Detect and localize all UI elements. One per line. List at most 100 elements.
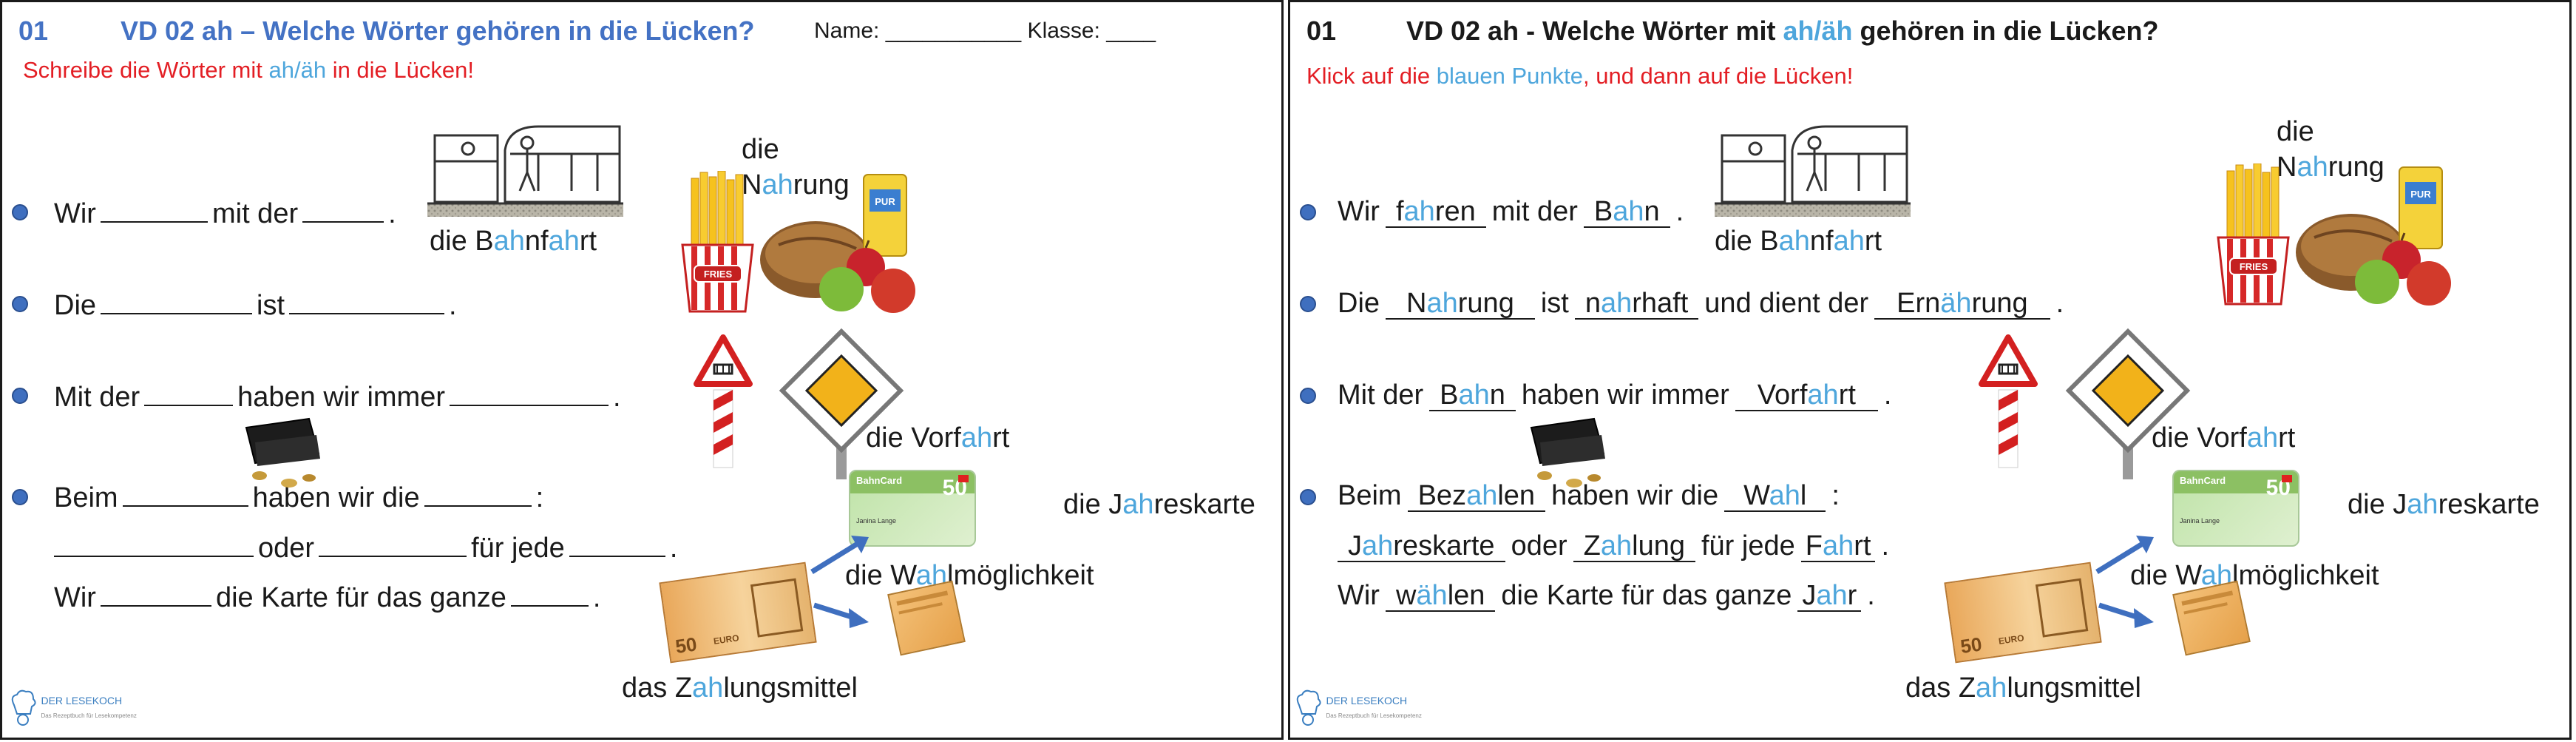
caption-wahlmoeglichkeit: die Wahlmöglichkeit xyxy=(845,560,1094,592)
name-class-field[interactable]: Name: ___________ Klasse: ____ xyxy=(814,18,1156,43)
railway-crossing-sign-icon xyxy=(1979,334,2038,468)
exercise-number: 01 xyxy=(1306,16,1337,46)
title-highlight: ah/äh xyxy=(1783,16,1853,46)
caption-highlight: ah xyxy=(1833,226,1865,257)
caption-text: rt xyxy=(579,226,597,257)
answer-gap-bahn[interactable]: Bahn xyxy=(1583,197,1670,228)
bahncard-image: BahnCard 50 Janina Lange xyxy=(849,470,976,547)
answer-gap-zahlung[interactable]: Zahlung xyxy=(1573,531,1695,562)
chef-hat-icon xyxy=(11,689,36,726)
priority-road-sign-icon xyxy=(2065,328,2191,479)
answer-gap-vorfahrt[interactable]: Vorfahrt xyxy=(1735,380,1878,411)
sentence-text: mit der xyxy=(211,198,299,229)
gap-blank[interactable] xyxy=(144,381,234,406)
worksheet-panel-left: 01 VD 02 ah – Welche Wörter gehören in d… xyxy=(0,0,1284,740)
answer-gap-jahr[interactable]: Jahr xyxy=(1797,581,1862,612)
gap-blank[interactable] xyxy=(302,198,384,223)
gap-blank[interactable] xyxy=(100,198,208,223)
caption-text: das Z xyxy=(1905,672,1976,704)
answer-gap-wahl[interactable]: Wahl xyxy=(1724,481,1826,512)
sentence-text: . xyxy=(592,582,601,613)
banknote-currency: EURO xyxy=(1998,633,2025,647)
sentence-text: Die xyxy=(1338,288,1380,319)
fries-label: FRIES xyxy=(2240,261,2268,272)
bahncard-holder: Janina Lange xyxy=(856,517,897,525)
page-title: VD 02 ah – Welche Wörter gehören in die … xyxy=(121,16,755,46)
answer-gap-ernaehrung[interactable]: Ernährung xyxy=(1874,289,2050,320)
sentence-text: und dient der xyxy=(1704,288,1869,319)
sentence-text: . xyxy=(449,290,457,321)
bullet-dot[interactable] xyxy=(1300,296,1316,312)
gap-blank[interactable] xyxy=(101,289,253,314)
sentence-text: . xyxy=(613,382,621,413)
answer-gap-nahrhaft[interactable]: nahrhaft xyxy=(1574,289,1699,320)
caption-highlight: ah xyxy=(2407,489,2438,520)
logo-subtitle: Das Rezeptbuch für Lesekompetenz xyxy=(41,712,137,719)
gap-blank[interactable] xyxy=(569,532,665,557)
caption-text: die J xyxy=(2348,489,2407,520)
caption-text: die B xyxy=(1715,226,1779,257)
instruction-text-end: in die Lücken! xyxy=(326,57,474,83)
answer-gap-bezahlen[interactable]: Bezahlen xyxy=(1407,481,1546,512)
logo-name: DER LESEKOCH xyxy=(41,695,123,706)
caption-highlight: ah xyxy=(2246,422,2279,453)
answer-gap-nahrung[interactable]: Nahrung xyxy=(1386,289,1535,320)
sentence-text: haben wir immer xyxy=(1521,380,1729,411)
caption-nahrung-article: die xyxy=(742,134,779,165)
bahncard-brand: BahnCard xyxy=(2180,475,2226,486)
gap-blank[interactable] xyxy=(450,381,609,406)
caption-vorfahrt: die Vorfahrt xyxy=(2152,422,2295,454)
bullet-dot[interactable] xyxy=(12,204,28,220)
bullet-dot[interactable] xyxy=(12,296,28,312)
instruction-text: Klick auf die xyxy=(1306,63,1437,89)
caption-text: reskarte xyxy=(2438,489,2540,520)
banknote-image: 50 EURO xyxy=(1944,561,2102,664)
answer-gap-fahrt[interactable]: Fahrt xyxy=(1800,531,1876,562)
sentence-text: : xyxy=(1831,480,1840,511)
banknote-image: 50 EURO xyxy=(659,561,817,664)
sentence-text: für jede xyxy=(471,533,565,564)
gap-blank[interactable] xyxy=(100,581,211,607)
caption-zahlungsmittel: das Zahlungsmittel xyxy=(622,672,858,704)
logo-name: DER LESEKOCH xyxy=(1326,695,1408,706)
arrows-icon xyxy=(810,536,869,628)
logo-subtitle: Das Rezeptbuch für Lesekompetenz xyxy=(1326,712,1422,719)
gap-blank[interactable] xyxy=(289,289,445,314)
answer-gap-bahn-2[interactable]: Bahn xyxy=(1429,380,1516,411)
caption-text: rung xyxy=(2328,152,2385,183)
instruction-highlight: blauen Punkte xyxy=(1436,63,1583,89)
answer-gap-waehlen[interactable]: wählen xyxy=(1385,581,1496,612)
sentence-text: . xyxy=(1881,530,1889,561)
bahncard-holder: Janina Lange xyxy=(2180,517,2220,525)
answer-gap-fahren[interactable]: fahren xyxy=(1385,197,1486,228)
gap-blank[interactable] xyxy=(54,532,254,557)
sentence-text: oder xyxy=(1511,530,1567,561)
bank-card-image xyxy=(887,580,966,656)
answer-gap-jahreskarte[interactable]: Jahreskarte xyxy=(1338,531,1505,562)
bullet-dot[interactable] xyxy=(12,489,28,505)
sentence-text: für jede xyxy=(1701,530,1795,561)
gap-blank[interactable] xyxy=(424,482,532,507)
banknote-value: 50 xyxy=(674,633,699,658)
gap-blank[interactable] xyxy=(122,482,248,507)
fries-label: FRIES xyxy=(704,269,733,280)
caption-zahlungsmittel: das Zahlungsmittel xyxy=(1905,672,2141,704)
instruction-text: Schreibe die Wörter mit xyxy=(23,57,269,83)
caption-nahrung: Nahrung xyxy=(742,169,850,201)
gap-blank[interactable] xyxy=(319,532,467,557)
caption-text: rung xyxy=(793,169,850,200)
caption-highlight: ah xyxy=(762,169,793,200)
bullet-dot[interactable] xyxy=(1300,489,1316,505)
bullet-dot[interactable] xyxy=(1300,204,1316,220)
sentence-text: Mit der xyxy=(54,382,140,413)
bullet-dot[interactable] xyxy=(1300,388,1316,404)
caption-text: nf xyxy=(1809,226,1834,257)
caption-nahrung-article: die xyxy=(2277,116,2314,147)
bullet-dot[interactable] xyxy=(12,388,28,404)
gap-blank[interactable] xyxy=(510,581,589,607)
